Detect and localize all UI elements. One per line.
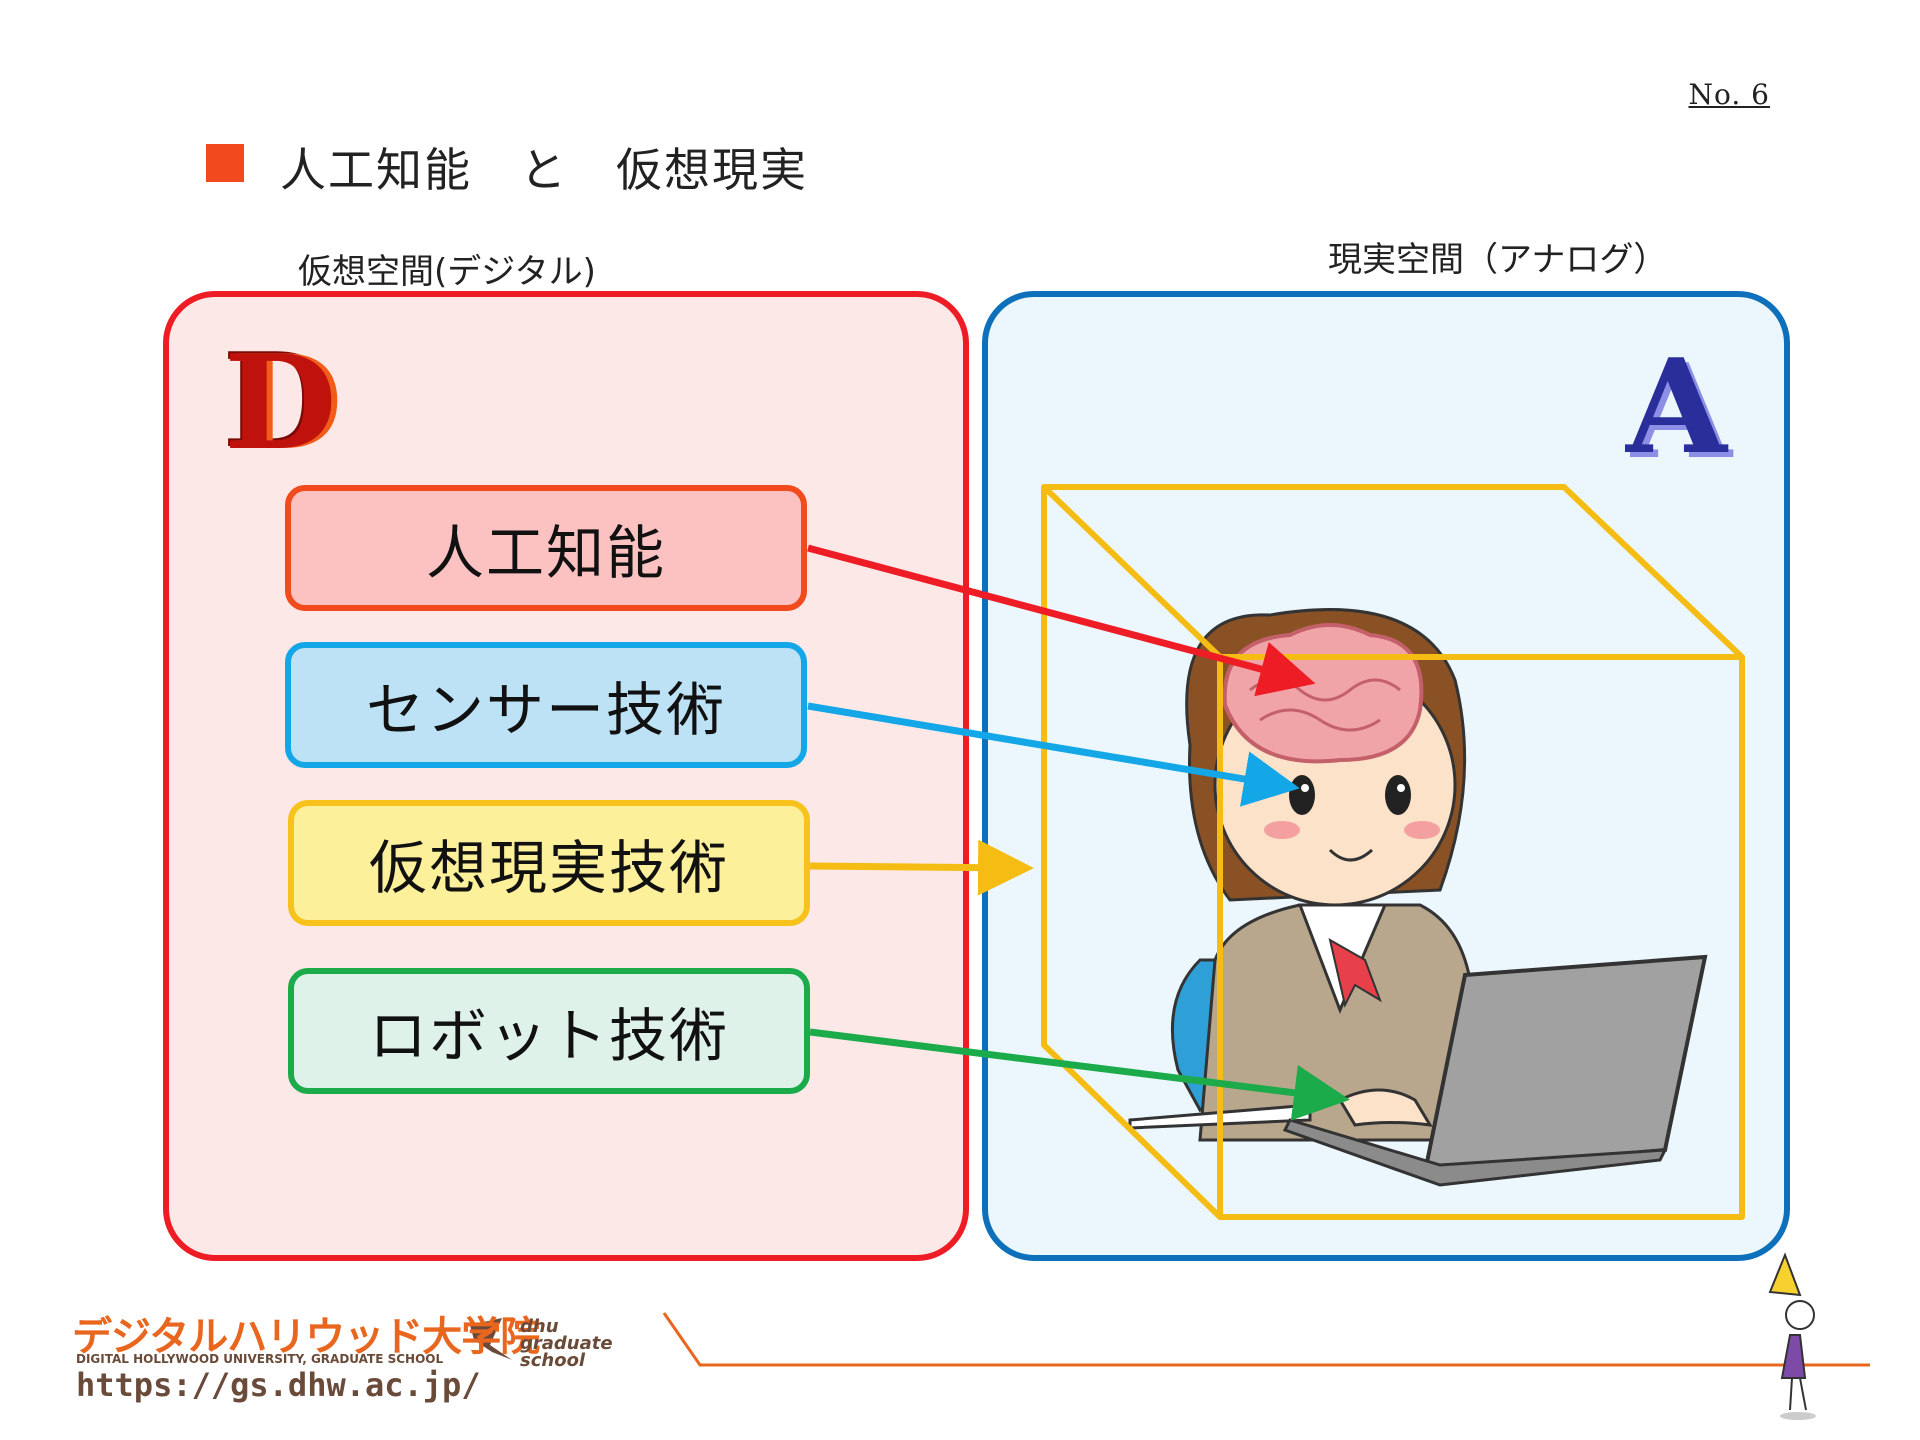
school-logo-jp: デジタルハリウッド大学院 [72,1314,540,1360]
laptop-screen [1422,954,1708,1175]
digital-letter: D [224,326,337,479]
brain [1222,623,1424,764]
ribbon [1328,937,1382,1008]
mouth [1328,848,1374,862]
tech-box-sensor: センサー技術 [285,642,807,768]
footer-rule [662,1312,1870,1367]
dhu-logo-line-2: graduate [520,1333,613,1354]
dhu-logo-icon [470,1318,512,1360]
school-logo-en: DIGITAL HOLLYWOOD UNIVERSITY, GRADUATE S… [76,1352,444,1366]
slide-title: 人工知能 と 仮想現実 [280,143,808,197]
laptop-base [1282,1118,1668,1187]
dhu-logo-line-1: dhu [520,1316,559,1337]
digital-space-label: 仮想空間(デジタル) [298,252,596,292]
title-bullet-square [206,144,244,182]
dhu-graduate-school-logo: dhu graduate school [520,1316,613,1371]
digital-region [163,291,969,1261]
tech-box-robot: ロボット技術 [288,968,810,1094]
analog-letter: A [1626,330,1727,483]
tech-box-ai: 人工知能 [285,485,807,611]
arrow-robot-to-hands [809,1028,1350,1121]
page-number: No. 6 [1688,78,1770,111]
arrow-vr-to-cube [809,839,1034,896]
arrow-sensor-to-eye [807,702,1300,807]
hands [1337,1088,1433,1127]
right-eye [1385,775,1411,815]
tech-box-vr: 仮想現実技術 [288,800,810,926]
arrow-ai-to-brain [807,544,1316,697]
girl-at-laptop-illustration [1128,608,1708,1187]
dhu-logo-line-3: school [520,1350,586,1371]
real-space-label: 現実空間（アナログ） [1328,240,1668,280]
left-eye [1289,775,1315,815]
mascot-icon [1768,1252,1816,1420]
school-url[interactable]: https://gs.dhw.ac.jp/ [76,1366,481,1404]
